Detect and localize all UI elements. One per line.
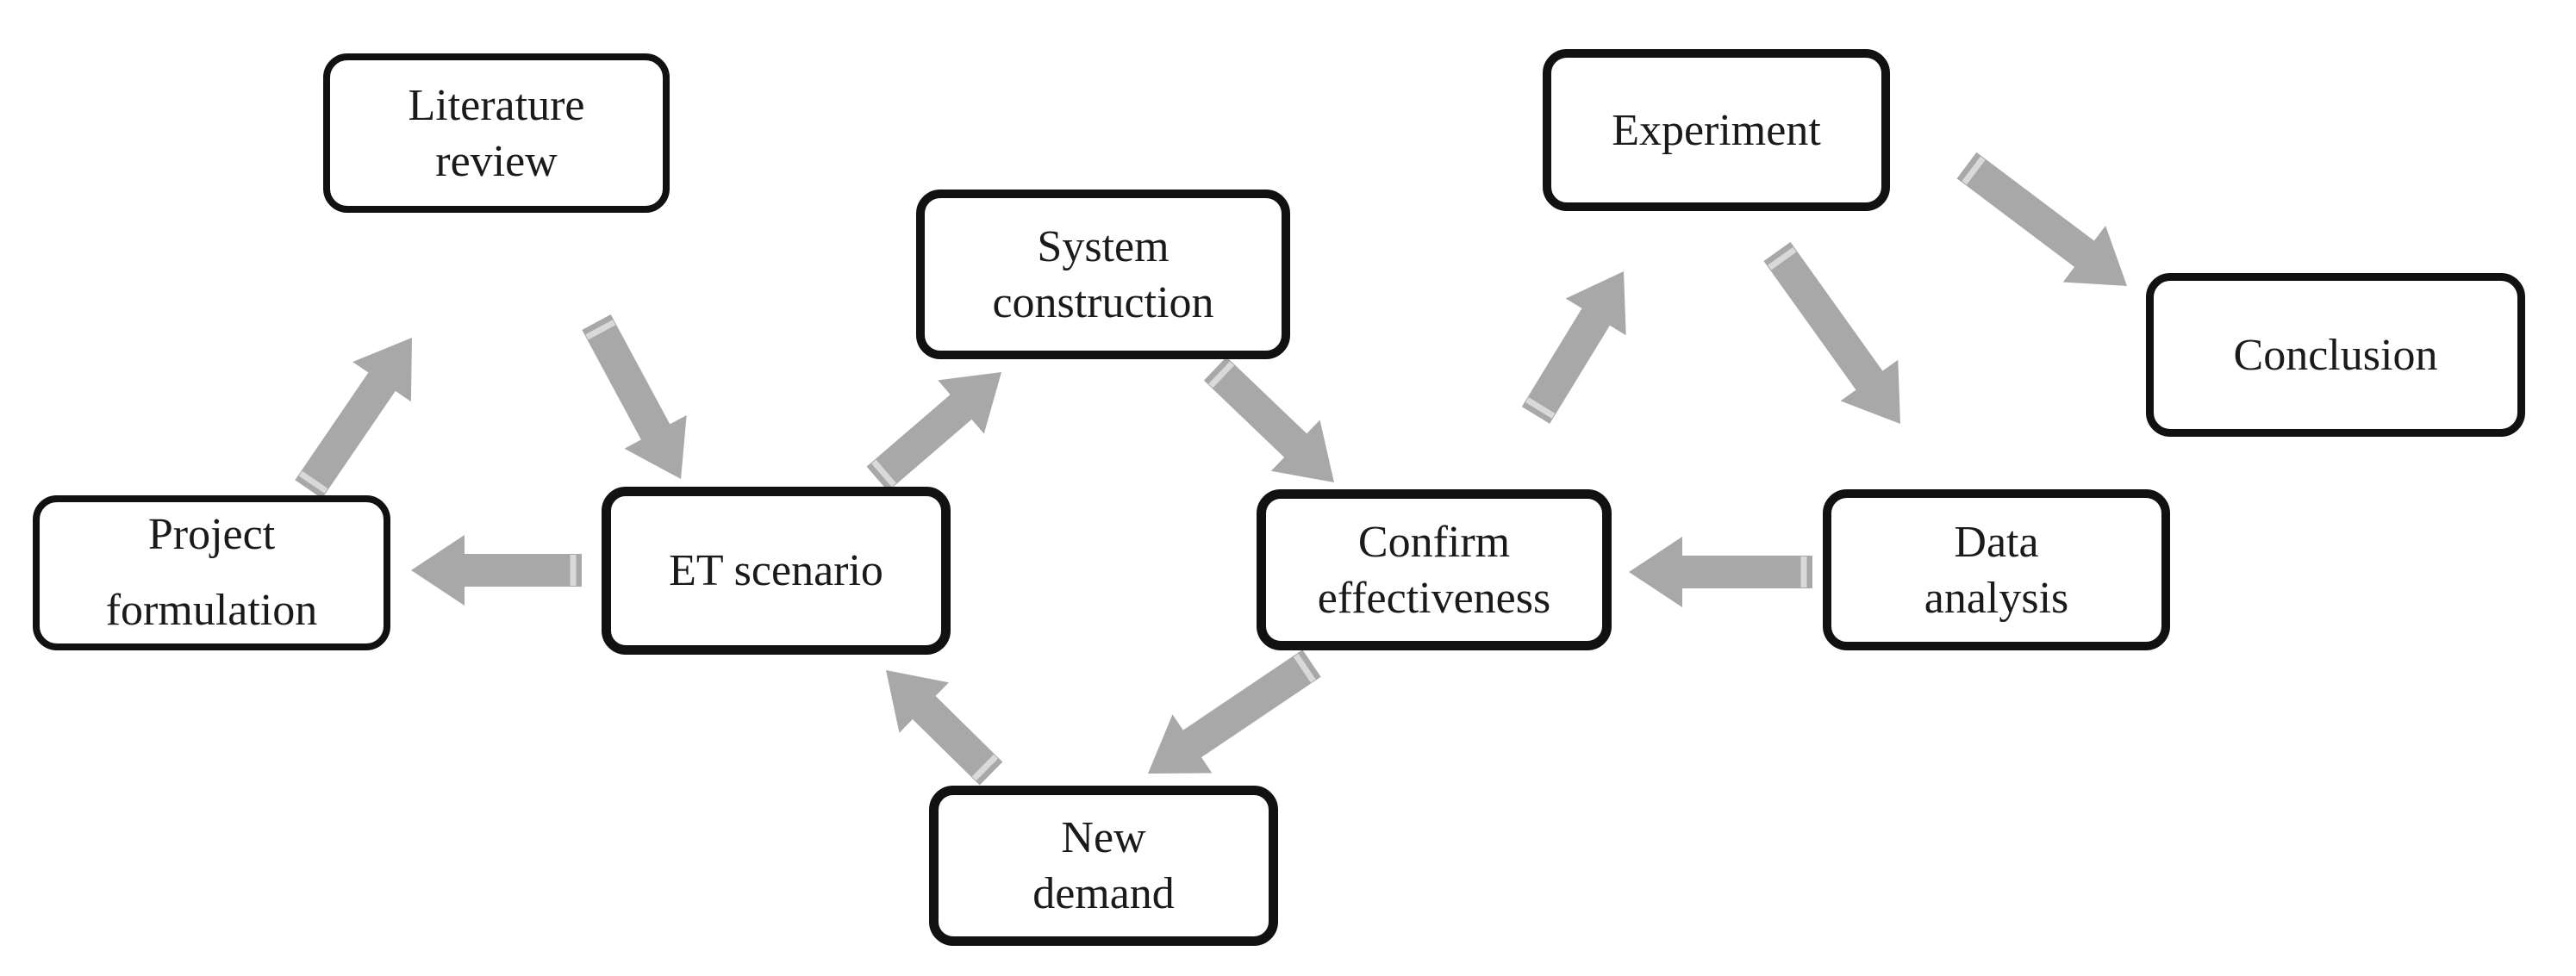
- arrow-literature-review-to-et-scenario: [582, 314, 687, 479]
- node-et-scenario: ET scenario: [602, 487, 951, 655]
- arrow-tail-stripe: [971, 754, 998, 781]
- arrow-confirm-effectiveness-to-experiment: [1521, 271, 1626, 424]
- node-experiment: Experiment: [1543, 49, 1890, 211]
- arrow-confirm-effectiveness-to-new-demand: [1148, 650, 1321, 774]
- arrow-tail-stripe: [1525, 397, 1556, 419]
- node-label-experiment: Experiment: [1612, 105, 1821, 155]
- arrow-new-demand-to-et-scenario: [886, 670, 1003, 786]
- arrow-tail-stripe: [585, 320, 616, 340]
- arrow-tail-stripe: [1208, 361, 1235, 389]
- node-label-conclusion: Conclusion: [2233, 330, 2438, 380]
- arrow-tail-stripe: [1293, 653, 1316, 683]
- arrow-tail-stripe: [1962, 156, 1986, 185]
- arrow-tail-stripe: [871, 459, 896, 488]
- arrow-tail-stripe: [298, 470, 328, 494]
- arrow-tail-stripe: [1768, 246, 1797, 270]
- arrow-et-scenario-to-project-formulation: [411, 535, 582, 606]
- arrow-project-formulation-to-literature-review: [295, 338, 412, 499]
- arrow-experiment-to-data-analysis: [1763, 241, 1900, 424]
- node-conclusion: Conclusion: [2146, 273, 2525, 437]
- arrow-data-analysis-to-confirm-effectiveness: [1629, 537, 1812, 607]
- node-label-et-scenario: ET scenario: [669, 546, 883, 595]
- arrow-system-construction-to-confirm-effectiveness: [1203, 357, 1334, 482]
- arrow-et-scenario-to-system-construction: [866, 372, 1001, 492]
- arrow-experiment-to-conclusion: [1956, 152, 2127, 286]
